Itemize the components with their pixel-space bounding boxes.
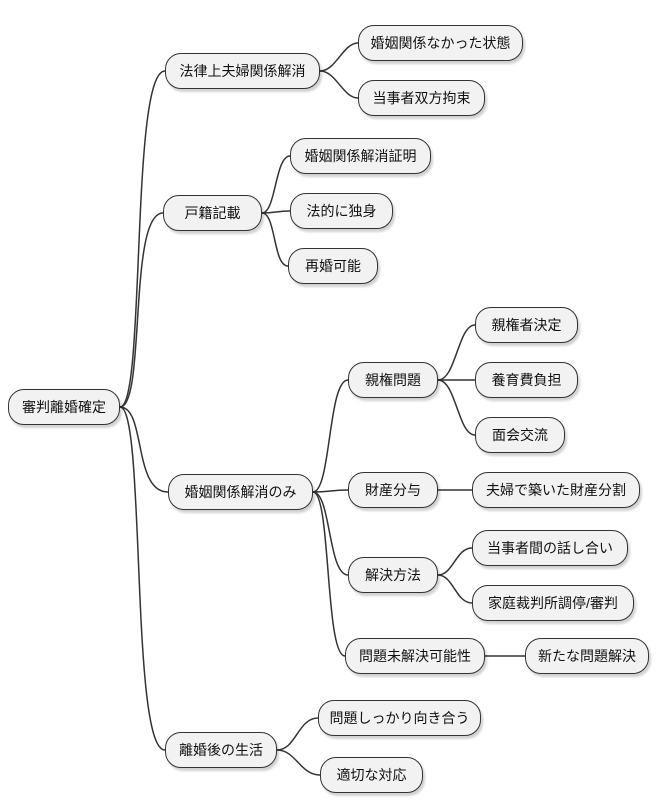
connector-line: [437, 547, 473, 576]
node-branch-legal-dissolution[interactable]: 法律上夫婦関係解消: [165, 53, 320, 89]
connector-line: [276, 717, 319, 751]
connector-line: [119, 406, 166, 751]
connector-line: [312, 489, 349, 493]
node-party-discussion[interactable]: 当事者間の話し合い: [472, 530, 628, 566]
node-branch-dissolution-only[interactable]: 婚姻関係解消のみ: [168, 474, 313, 510]
node-branch-life-after-divorce[interactable]: 離婚後の生活: [165, 732, 277, 768]
node-visitation[interactable]: 面会交流: [475, 417, 565, 453]
connector-line: [312, 491, 346, 657]
node-resolution-methods[interactable]: 解決方法: [348, 557, 438, 593]
node-face-problems[interactable]: 問題しっかり向き合う: [318, 700, 481, 736]
connector-line: [276, 749, 321, 776]
connector-line: [119, 406, 169, 493]
node-custody-issues[interactable]: 親権問題: [348, 362, 438, 398]
connector-line: [319, 70, 359, 99]
connector-line: [261, 212, 289, 267]
node-branch-family-register[interactable]: 戸籍記載: [163, 195, 262, 231]
node-appropriate-response[interactable]: 適切な対応: [320, 757, 423, 793]
node-dissolution-proof[interactable]: 婚姻関係解消証明: [290, 138, 431, 174]
connector-line: [437, 574, 473, 604]
connector-line: [437, 324, 476, 381]
connector-line: [119, 212, 164, 408]
node-family-court-mediation[interactable]: 家庭裁判所調停/審判: [472, 585, 634, 621]
node-both-parties-bound[interactable]: 当事者双方拘束: [358, 80, 485, 116]
connector-line: [312, 491, 349, 576]
connector-line: [119, 70, 166, 408]
node-no-marriage-state[interactable]: 婚姻関係なかった状態: [358, 25, 523, 61]
connector-line: [437, 379, 476, 436]
connector-line: [261, 210, 291, 214]
node-marital-assets-split[interactable]: 夫婦で築いた財産分割: [472, 472, 640, 508]
node-remarriage-possible[interactable]: 再婚可能: [288, 248, 378, 284]
connector-line: [319, 42, 359, 72]
node-legally-single[interactable]: 法的に独身: [290, 193, 393, 229]
node-property-division[interactable]: 財産分与: [348, 472, 438, 508]
node-new-problem-solving[interactable]: 新たな問題解決: [525, 638, 649, 674]
node-root[interactable]: 審判離婚確定: [8, 389, 120, 425]
node-custodian-decision[interactable]: 親権者決定: [475, 307, 578, 343]
connector-line: [261, 155, 291, 214]
connector-line: [312, 379, 349, 493]
node-child-support[interactable]: 養育費負担: [475, 362, 578, 398]
node-unresolved-issues[interactable]: 問題未解決可能性: [345, 638, 485, 674]
